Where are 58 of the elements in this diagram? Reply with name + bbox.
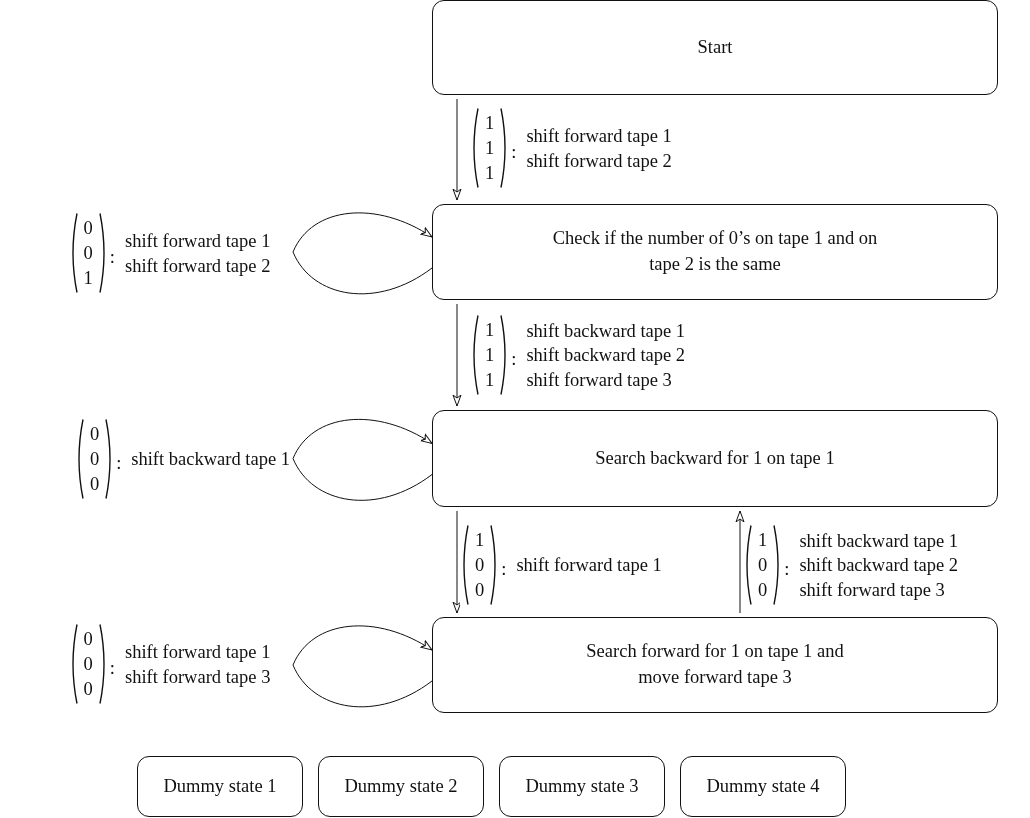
state-label: Dummy state 1 [163, 774, 277, 798]
state-box [318, 756, 484, 817]
state-box [137, 756, 303, 817]
vector-entry: 0 [475, 553, 485, 577]
vector-entry: 0 [83, 216, 93, 240]
state-label: Search forward for 1 on tape 1 and move forward tape 3 [585, 640, 845, 689]
vector-entry: 1 [475, 528, 485, 552]
state-box [432, 204, 998, 300]
vector-entry: 0 [83, 652, 93, 676]
separator-colon: : [511, 347, 517, 371]
vector-entry: 0 [475, 578, 485, 602]
state-box [432, 0, 998, 95]
separator-colon: : [116, 451, 122, 475]
transition-arrow [452, 303, 462, 407]
transition-arrow [292, 625, 433, 708]
transition-arrow [452, 510, 462, 614]
state-label: Check if the number of 0’s on tape 1 and on tape 2 is the same [551, 227, 879, 276]
state-label: Start [697, 35, 733, 59]
edge-label: shift forward tape 1 shift forward tape 2 [125, 229, 272, 278]
state-label: Dummy state 2 [344, 774, 458, 798]
state-label: Dummy state 4 [706, 774, 820, 798]
transition-arrow [292, 418, 433, 501]
state-label: Search backward for 1 on tape 1 [595, 446, 835, 470]
edge-label: shift forward tape 1 shift forward tape 3 [125, 640, 272, 689]
edge-label: shift backward tape 1 [131, 447, 290, 471]
edge-label: shift forward tape 1 [516, 553, 662, 577]
separator-colon: : [109, 656, 115, 680]
transition-arrow [292, 212, 433, 295]
vector-entry: 0 [758, 578, 768, 602]
edge-label: shift backward tape 1 shift backward tape 2 shift forward tape 3 [799, 529, 960, 602]
edge-label: shift backward tape 1 shift backward tape 2 shift forward tape 3 [526, 319, 687, 392]
vector-entry: 1 [485, 343, 495, 367]
vector-entry: 1 [485, 136, 495, 160]
vector-entry: 0 [89, 472, 100, 496]
separator-colon: : [511, 140, 517, 164]
transition-arrow [452, 98, 462, 201]
vector-entry: 1 [83, 266, 93, 290]
state-box [432, 617, 998, 713]
vector-entry: 1 [758, 528, 768, 552]
vector-entry: 1 [485, 111, 495, 135]
state-box [680, 756, 846, 817]
vector-entry: 0 [83, 627, 93, 651]
separator-colon: : [501, 557, 507, 581]
vector-entry: 0 [758, 553, 768, 577]
vector-entry: 1 [485, 161, 495, 185]
separator-colon: : [109, 245, 115, 269]
vector-entry: 1 [485, 368, 495, 392]
state-box [499, 756, 665, 817]
vector-entry: 1 [485, 318, 495, 342]
state-label: Dummy state 3 [525, 774, 639, 798]
vector-entry: 0 [89, 422, 100, 446]
transition-arrow [735, 510, 745, 614]
state-box [432, 410, 998, 507]
edge-label: shift forward tape 1 shift forward tape 2 [526, 124, 673, 173]
vector-entry: 0 [83, 241, 93, 265]
vector-entry: 0 [83, 677, 93, 701]
separator-colon: : [784, 557, 790, 581]
vector-entry: 0 [89, 447, 100, 471]
